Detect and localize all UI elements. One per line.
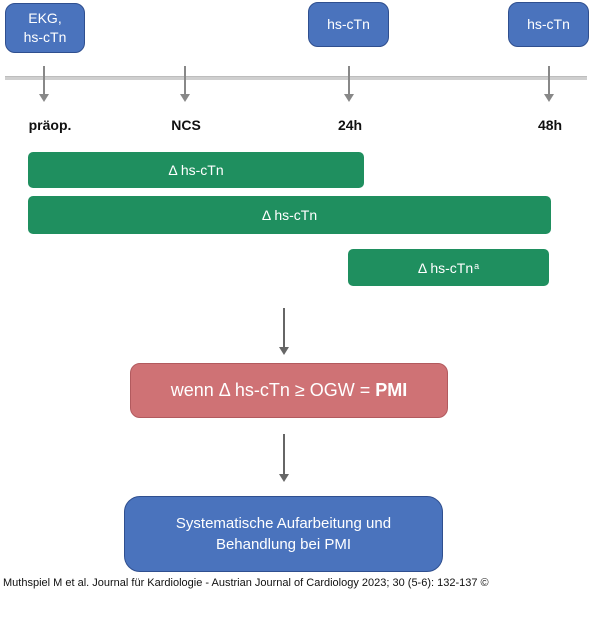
box-hs-ctn-24h: hs-cTn: [308, 2, 389, 47]
delta-bar-preop-24h: Δ hs-cTn: [28, 152, 364, 188]
box-hs-ctn-48h: hs-cTn: [508, 2, 589, 47]
timeline-arrow-preop-head: [39, 94, 49, 102]
timepoint-ncs: NCS: [171, 117, 201, 133]
flow-arrow-2-shaft: [283, 434, 285, 475]
box-hs-ctn-24h-label: hs-cTn: [327, 16, 370, 32]
flow-arrow-1-head: [279, 347, 289, 355]
timepoint-24h: 24h: [337, 117, 363, 133]
flow-arrow-2-head: [279, 474, 289, 482]
box-ekg-hs-ctn: EKG, hs-cTn: [5, 3, 85, 53]
timeline-arrow-48h-head: [544, 94, 554, 102]
delta-bar-3-superscript: a: [474, 260, 480, 271]
pmi-condition-text: wenn Δ hs-cTn ≥ OGW =: [170, 380, 371, 400]
delta-bar-2-label: Δ hs-cTn: [261, 207, 318, 223]
delta-bar-1-label: Δ hs-cTn: [168, 162, 224, 178]
pmi-condition-box: wenn Δ hs-cTn ≥ OGW = PMI: [130, 363, 448, 418]
timeline-arrow-preop-shaft: [43, 66, 45, 94]
delta-bar-3-label: Δ hs-cTn: [417, 259, 474, 276]
box-ekg-line1: EKG,: [28, 10, 62, 26]
pmi-condition-bold: PMI: [375, 380, 408, 400]
citation-text: Muthspiel M et al. Journal für Kardiolog…: [3, 577, 489, 589]
timepoint-preop: präop.: [28, 117, 72, 133]
box-hs-ctn-48h-label: hs-cTn: [527, 16, 570, 32]
timeline-axis: [5, 76, 587, 80]
result-line2: Behandlung bei PMI: [215, 536, 352, 553]
timeline-arrow-ncs-shaft: [184, 66, 186, 94]
delta-bar-preop-48h: Δ hs-cTn: [28, 196, 551, 234]
timeline-arrow-24h-head: [344, 94, 354, 102]
timeline-arrow-48h-shaft: [548, 66, 550, 94]
box-ekg-line2: hs-cTn: [23, 29, 67, 45]
flow-arrow-1-shaft: [283, 308, 285, 348]
timeline-arrow-24h-shaft: [348, 66, 350, 94]
timepoint-48h: 48h: [537, 117, 563, 133]
result-line1: Systematische Aufarbeitung und: [175, 515, 392, 532]
timeline-arrow-ncs-head: [180, 94, 190, 102]
result-box: Systematische Aufarbeitung und Behandlun…: [124, 496, 443, 572]
